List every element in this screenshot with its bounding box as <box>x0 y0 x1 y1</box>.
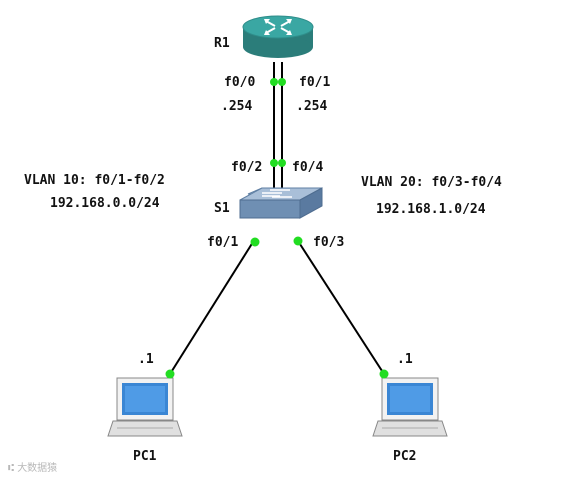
port-label-r1-f0-0: f0/0 <box>224 75 256 90</box>
vlan20-subnet: 192.168.1.0/24 <box>376 202 486 217</box>
ip-label-r1-1: .254 <box>296 99 328 114</box>
watermark: ⑆ 大数据猿 <box>8 459 57 474</box>
port-label-s1-f0-4: f0/4 <box>292 160 324 175</box>
watermark-logo-icon: ⑆ <box>8 463 18 474</box>
device-label-r1: R1 <box>214 36 230 51</box>
pc1-laptop-icon[interactable] <box>107 377 183 437</box>
device-label-pc1: PC1 <box>133 449 157 464</box>
device-label-pc2: PC2 <box>393 449 417 464</box>
watermark-text: 大数据猿 <box>17 463 58 474</box>
vlan10-title: VLAN 10: f0/1-f0/2 <box>24 173 165 188</box>
pc2-laptop-icon[interactable] <box>372 377 448 437</box>
port-dot-pc2 <box>379 369 389 379</box>
port-dot-r1-f0-1 <box>278 78 286 86</box>
port-dot-r1-f0-0 <box>270 78 278 86</box>
vlan20-title: VLAN 20: f0/3-f0/4 <box>361 175 502 190</box>
port-dot-pc1 <box>165 369 175 379</box>
switch-icon[interactable] <box>239 187 323 219</box>
port-dot-s1-f0-1 <box>250 237 260 247</box>
link-s1-pc2 <box>297 240 385 375</box>
port-dot-s1-f0-2 <box>270 159 278 167</box>
vlan10-subnet: 192.168.0.0/24 <box>50 196 160 211</box>
port-dot-s1-f0-4 <box>278 159 286 167</box>
ip-label-r1-0: .254 <box>221 99 253 114</box>
ip-label-pc1: .1 <box>138 352 154 367</box>
port-label-s1-f0-3: f0/3 <box>313 235 345 250</box>
port-label-s1-f0-1: f0/1 <box>207 235 239 250</box>
port-dots <box>165 78 389 379</box>
port-dot-s1-f0-3 <box>293 236 303 246</box>
port-label-r1-f0-1: f0/1 <box>299 75 331 90</box>
ip-label-pc2: .1 <box>397 352 413 367</box>
port-label-s1-f0-2: f0/2 <box>231 160 263 175</box>
device-label-s1: S1 <box>214 201 230 216</box>
router-icon[interactable] <box>242 15 314 58</box>
link-s1-pc1 <box>169 241 254 375</box>
